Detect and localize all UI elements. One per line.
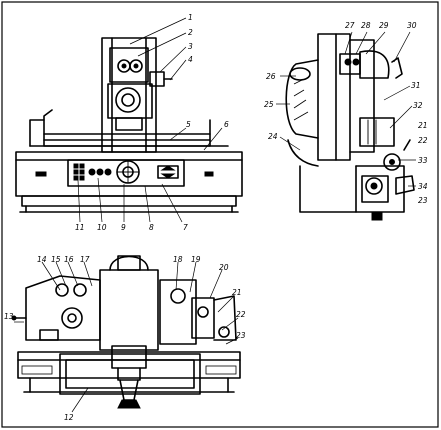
side-leaders — [276, 31, 416, 187]
callout-12: 12 — [64, 413, 74, 422]
rear-view: 14 15 16 17 13 18 19 20 21 22 23 12 — [4, 255, 246, 422]
callout-24: 24 — [268, 132, 278, 141]
callout-9: 9 — [121, 223, 126, 232]
callout-34: 34 — [418, 182, 428, 191]
callout-rear-21: 21 — [232, 288, 242, 297]
side-table — [359, 117, 395, 147]
callout-17: 17 — [80, 255, 90, 264]
callout-27: 27 — [345, 21, 355, 30]
callout-28: 28 — [361, 21, 371, 30]
rear-base — [17, 351, 241, 395]
callout-13: 13 — [4, 312, 14, 321]
rear-callouts: 14 15 16 17 13 18 19 20 21 22 23 12 — [4, 255, 246, 422]
side-extra-callouts: 21 22 23 — [418, 121, 428, 205]
side-callouts: 27 28 29 30 26 25 24 31 32 33 34 — [264, 21, 428, 191]
callout-18: 18 — [173, 255, 183, 264]
side-handwheel — [383, 139, 415, 195]
front-view: 1 2 3 4 5 6 7 8 9 10 11 — [15, 13, 243, 232]
callout-11: 11 — [75, 223, 85, 232]
callout-5: 5 — [186, 120, 191, 129]
callout-25: 25 — [264, 100, 274, 109]
callout-30: 30 — [407, 21, 417, 30]
callout-side-22: 22 — [418, 136, 428, 145]
callout-2: 2 — [188, 28, 193, 37]
callout-32: 32 — [413, 101, 423, 110]
front-wheel-head — [107, 71, 173, 131]
callout-26: 26 — [266, 72, 276, 81]
callout-3: 3 — [188, 42, 193, 51]
side-motor — [285, 59, 319, 167]
front-column — [101, 37, 157, 153]
base-plate-left — [204, 171, 214, 177]
callout-side-21: 21 — [418, 121, 428, 130]
callout-33: 33 — [418, 156, 428, 165]
callout-15: 15 — [51, 255, 61, 264]
rear-leaders — [14, 261, 239, 413]
callout-4: 4 — [188, 55, 193, 64]
front-callouts: 1 2 3 4 5 6 7 8 9 10 11 — [75, 13, 229, 232]
callout-16: 16 — [64, 255, 74, 264]
callout-8: 8 — [149, 223, 154, 232]
front-table — [29, 109, 229, 147]
callout-1: 1 — [188, 13, 193, 22]
callout-6: 6 — [224, 120, 229, 129]
callout-29: 29 — [379, 21, 389, 30]
side-view: 27 28 29 30 26 25 24 31 32 33 34 — [264, 21, 428, 221]
front-control-panel — [67, 159, 185, 187]
side-base — [299, 165, 405, 221]
callout-rear-22: 22 — [236, 310, 246, 319]
callout-7: 7 — [183, 223, 188, 232]
callout-10: 10 — [97, 223, 107, 232]
rear-left-assembly — [11, 275, 101, 341]
callout-20: 20 — [219, 263, 229, 272]
callout-19: 19 — [191, 255, 201, 264]
callout-14: 14 — [37, 255, 47, 264]
rear-motor — [99, 255, 159, 409]
front-leaders — [77, 17, 223, 223]
rear-right-assembly — [159, 279, 237, 345]
callout-side-23: 23 — [418, 196, 428, 205]
callout-31: 31 — [411, 81, 421, 90]
base-plate-right — [35, 171, 47, 177]
callout-rear-23: 23 — [236, 331, 246, 340]
